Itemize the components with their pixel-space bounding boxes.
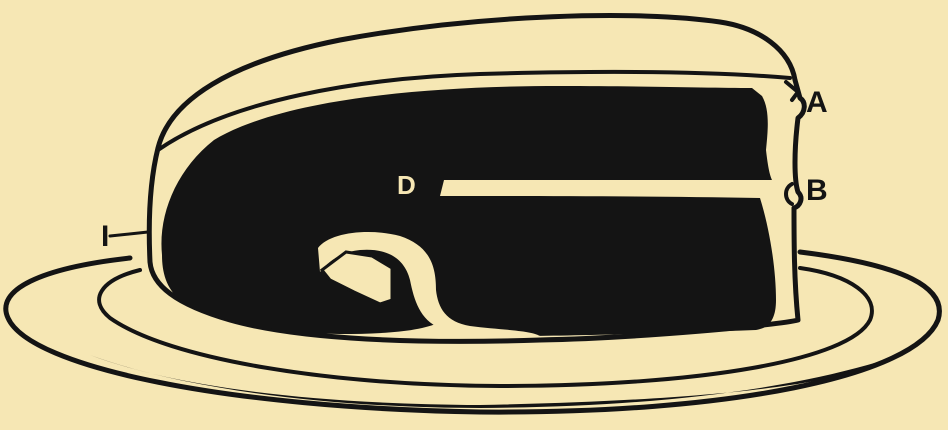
- label-b: B: [806, 174, 828, 207]
- label-a: A: [806, 86, 828, 119]
- callout-i-mark: [110, 232, 148, 236]
- fat-gap: [444, 181, 770, 197]
- callout-b-mark: [786, 184, 792, 204]
- roast: [149, 16, 804, 342]
- lean-meat: [161, 86, 776, 336]
- label-d: D: [397, 170, 416, 200]
- label-i: I: [101, 220, 109, 253]
